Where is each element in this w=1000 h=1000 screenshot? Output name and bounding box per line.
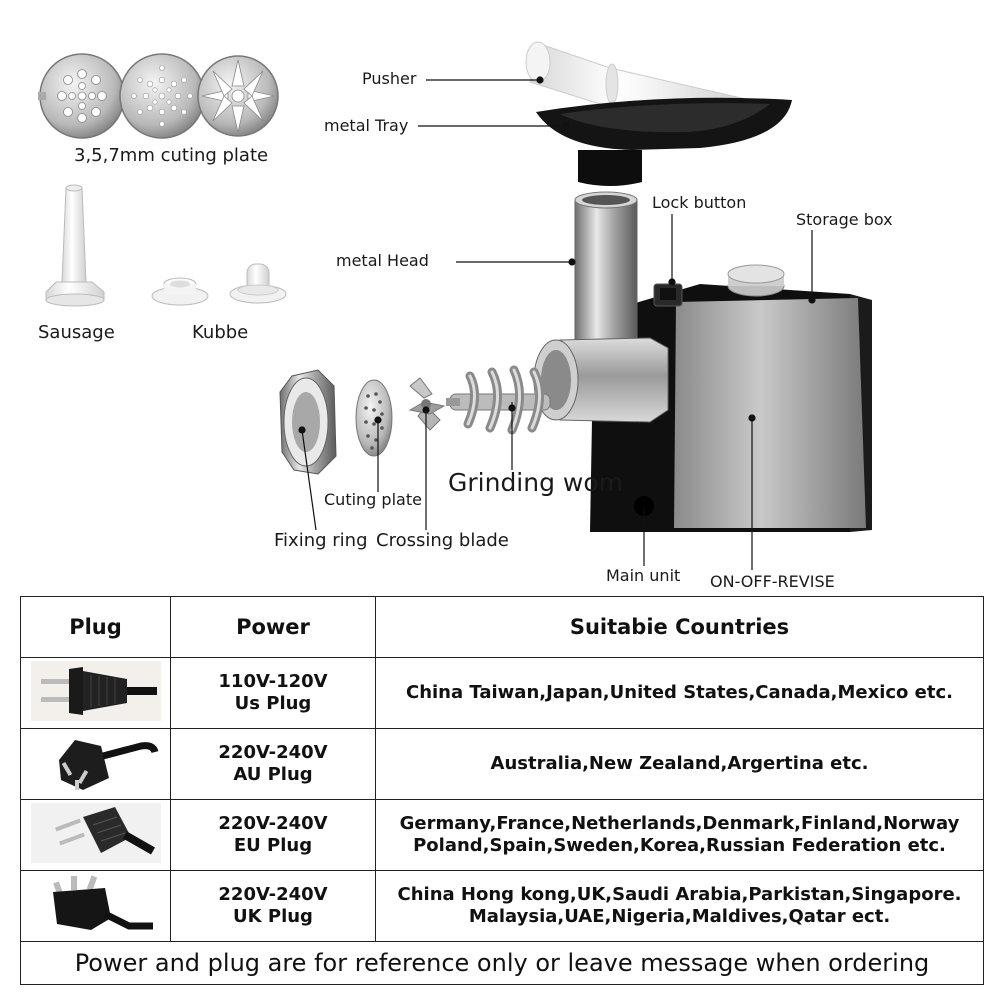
countries-text-2: Poland,Spain,Sweden,Korea,Russian Federa… [413,835,946,856]
countries-text: China Hong kong,UK,Saudi Arabia,Parkista… [397,884,962,905]
voltage-text: 220V-240V [218,742,328,763]
cutting-plate-set-label: 3,5,7mm cuting plate [74,145,269,166]
voltage-text: 110V-120V [218,671,328,692]
countries-cell: China Hong kong,UK,Saudi Arabia,Parkista… [375,870,984,942]
lock-button-label: Lock button [652,193,747,212]
header-plug: Plug [20,596,171,658]
countries-text-2: Malaysia,UAE,Nigeria,Maldives,Qatar ect. [468,906,891,927]
table-row: 220V-240V UK Plug China Hong kong,UK,Sau… [20,870,984,942]
sausage-label: Sausage [38,322,115,343]
grinding-worm-icon [446,365,551,435]
countries-cell: Australia,New Zealand,Argertina etc. [375,728,984,800]
eu-plug-icon [30,803,161,863]
table-row: 220V-240V EU Plug Germany,France,Netherl… [20,799,984,871]
power-cell: 220V-240V AU Plug [170,728,376,800]
reference-note: Power and plug are for reference only or… [20,941,984,985]
pusher-label: Pusher [362,69,417,88]
voltage-text: 220V-240V [218,884,328,905]
cutting-plates-icon [38,53,279,139]
main-unit-label: Main unit [606,566,681,585]
countries-cell: China Taiwan,Japan,United States,Canada,… [375,657,984,729]
power-cell: 220V-240V EU Plug [170,799,376,871]
metal-tray-icon [536,97,792,186]
kubbe-label: Kubbe [192,322,249,343]
plug-cell [20,657,171,729]
fixing-ring-icon [279,369,337,475]
crossing-blade-icon [408,377,446,431]
table-header-row: Plug Power Suitabie Countries [20,596,984,658]
switch-label: ON-OFF-REVISE [710,572,835,591]
plug-cell [20,870,171,942]
plug-cell [20,728,171,800]
table-note-row: Power and plug are for reference only or… [20,941,984,985]
uk-plug-icon [52,875,153,930]
plug-spec-table: Plug Power Suitabie Countries 110V-120V … [20,596,984,985]
plug-cell [20,799,171,871]
countries-text: Germany,France,Netherlands,Denmark,Finla… [399,813,960,834]
power-cell: 220V-240V UK Plug [170,870,376,942]
us-plug-icon [30,661,161,721]
plug-type-text: UK Plug [233,906,313,927]
crossing-blade-label: Crossing blade [376,530,509,551]
countries-text: Australia,New Zealand,Argertina etc. [490,753,869,774]
cutting-plate-icon [355,379,393,457]
table-row: 110V-120V Us Plug China Taiwan,Japan,Uni… [20,657,984,729]
header-countries: Suitabie Countries [375,596,984,658]
header-power: Power [170,596,376,658]
table-row: 220V-240V AU Plug Australia,New Zealand,… [20,728,984,800]
voltage-text: 220V-240V [218,813,328,834]
metal-tray-label: metal Tray [324,116,409,135]
storage-box-label: Storage box [796,210,893,229]
countries-text: China Taiwan,Japan,United States,Canada,… [405,682,953,703]
cutting-plate-label: Cuting plate [324,490,422,509]
sausage-tube-icon [45,184,105,307]
plug-type-text: Us Plug [234,693,312,714]
product-illustration [38,41,872,570]
metal-head-label: metal Head [336,251,429,270]
au-plug-icon [58,740,158,790]
kubbe-attachment-icon [151,263,287,306]
fixing-ring-label: Fixing ring [274,530,368,551]
plug-type-text: AU Plug [233,764,313,785]
power-cell: 110V-120V Us Plug [170,657,376,729]
leader-lines [298,76,816,570]
countries-cell: Germany,France,Netherlands,Denmark,Finla… [375,799,984,871]
grinding-worm-label: Grinding wom [448,468,624,497]
plug-type-text: EU Plug [233,835,313,856]
